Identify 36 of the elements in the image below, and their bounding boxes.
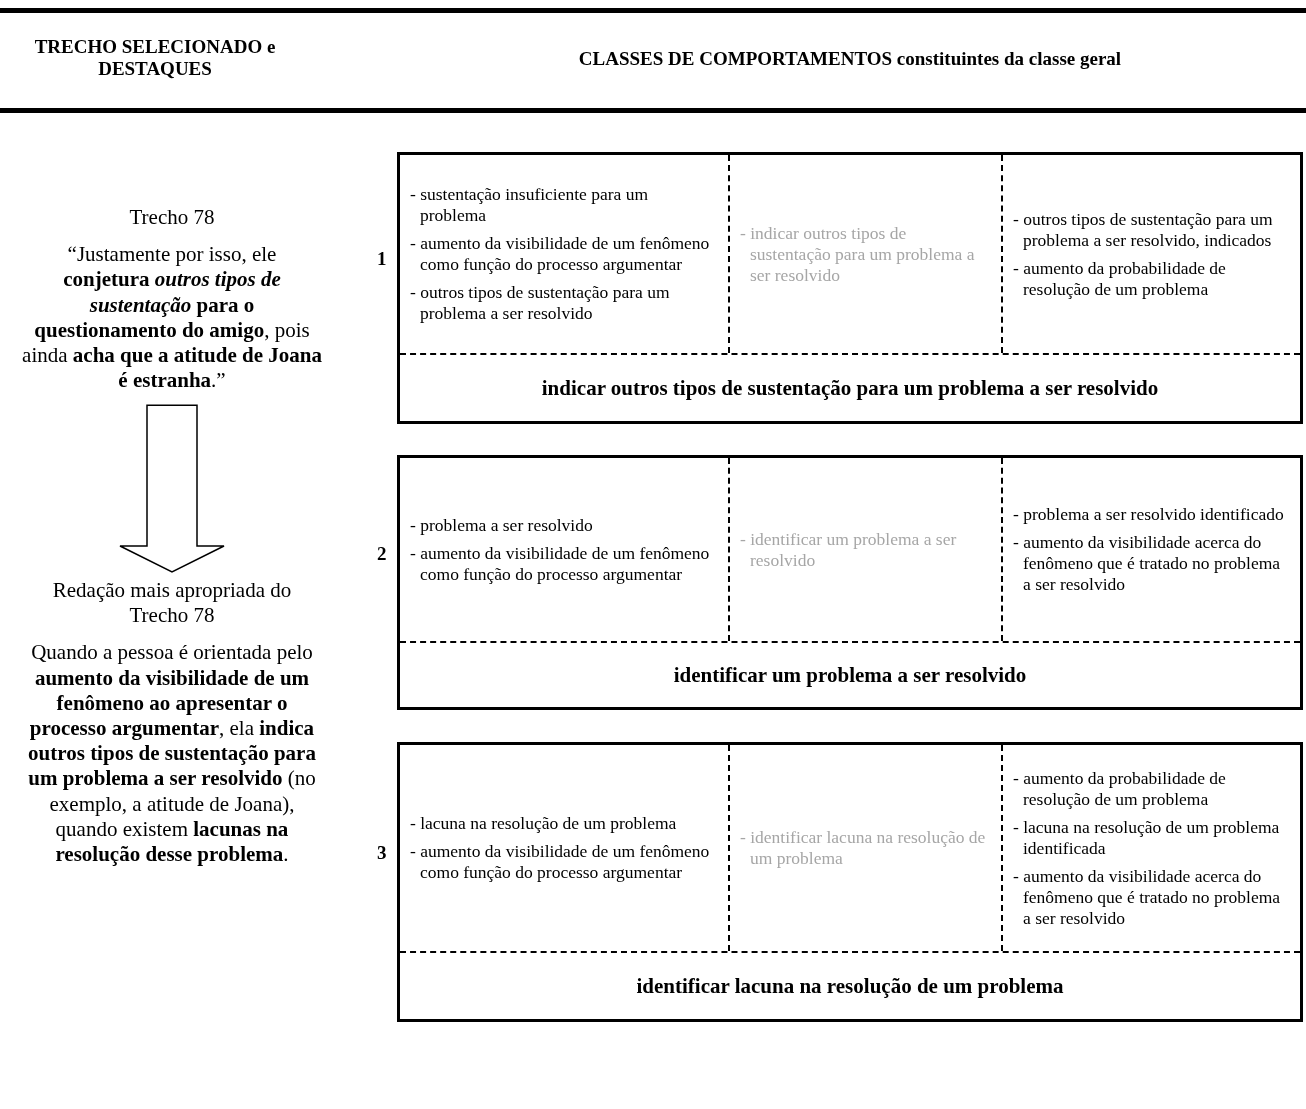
behavior-class-box — [397, 152, 1303, 424]
excerpt-heading: Redação mais apropriada do Trecho 78 — [51, 578, 293, 629]
column-header: TRECHO SELECIONADO e DESTAQUES — [33, 36, 277, 80]
list-item: - outros tipos de sustentação para um problema a ser resolvido, indicados — [1013, 208, 1274, 251]
list-item: - lacuna na resolução de um problema identificada — [1013, 816, 1281, 859]
list-item: - aumento da probabilidade de resolução de um problema — [1013, 257, 1227, 300]
table-cell — [728, 745, 1003, 951]
list-item: - aumento da visibilidade acerca do fenômeno que é tratado no problema a ser resolvido — [1013, 865, 1282, 929]
list-item: - indicar outros tipos de sustentação para um problema a ser resolvido — [740, 222, 976, 286]
class-name-cell: indicar outros tipos de sustentação para um problema a ser resolvido — [400, 353, 1300, 421]
excerpt-heading: Trecho 78 — [128, 205, 216, 231]
list-item: - problema a ser resolvido identificado — [1013, 504, 1285, 525]
behavior-class-box — [397, 455, 1303, 710]
list-item: - aumento da probabilidade de resolução de um problema — [1013, 767, 1227, 810]
column-header: CLASSES DE COMPORTAMENTOS constituintes da classe geral — [577, 48, 1123, 70]
class-name-cell: identificar um problema a ser resolvido — [400, 641, 1300, 707]
excerpt-text: “Justamente por isso, ele conjetura outros tipos de sustentação para o questionamento do amigo, pois ainda acha que a atitude de Joana é estranha.” — [22, 242, 322, 394]
list-item: - lacuna na resolução de um problema — [410, 813, 678, 834]
table-cell — [728, 155, 1003, 353]
list-item: - sustentação insuficiente para um problema — [410, 184, 650, 226]
excerpt-text: Quando a pessoa é orientada pelo aumento da visibilidade de um fenômeno ao apresentar o processo argumentar, ela indica outros tipos de sustentação para um problema a ser resolvido (no exemplo, a atitude de Joana), quando existem lacunas na resolução desse problema. — [27, 640, 317, 868]
list-item: - aumento da visibilidade de um fenômeno como função do processo argumentar — [410, 233, 711, 275]
list-item: - aumento da visibilidade de um fenômeno como função do processo argumentar — [410, 841, 711, 883]
block-arrow — [119, 404, 225, 573]
list-item: - aumento da visibilidade de um fenômeno como função do processo argumentar — [410, 542, 711, 585]
row-number: 3 — [377, 842, 387, 864]
row-number: 1 — [377, 248, 387, 270]
list-item: - outros tipos de sustentação para um problema a ser resolvido — [410, 282, 671, 324]
list-item: - identificar um problema a ser resolvido — [740, 528, 958, 571]
class-name-cell: identificar lacuna na resolução de um problema — [400, 951, 1300, 1019]
list-item: - problema a ser resolvido — [410, 514, 594, 536]
table-cell — [728, 458, 1003, 641]
row-number: 2 — [377, 542, 387, 565]
list-item: - identificar lacuna na resolução de um problema — [740, 827, 987, 869]
behavior-class-box — [397, 742, 1303, 1022]
list-item: - aumento da visibilidade acerca do fenômeno que é tratado no problema a ser resolvido — [1013, 532, 1282, 595]
